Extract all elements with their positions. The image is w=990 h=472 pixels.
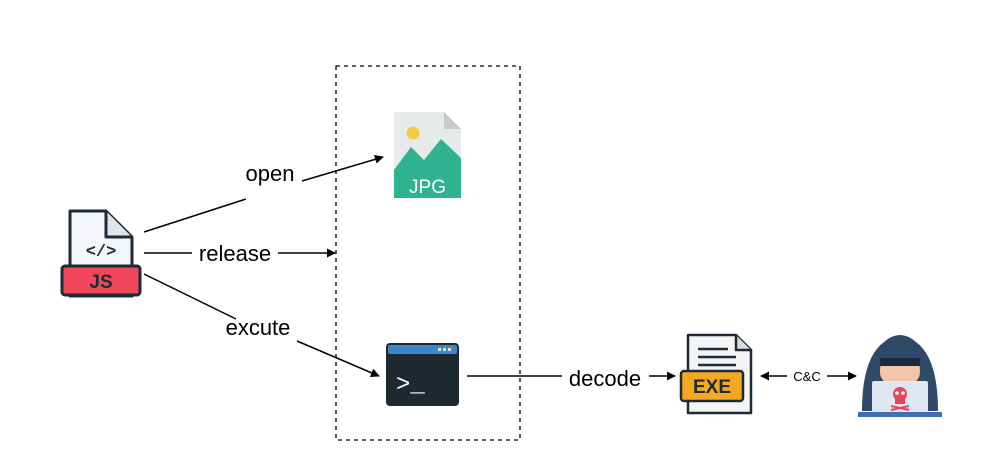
edge-execute-line-a [143, 273, 237, 320]
exe-file-icon: EXE [679, 333, 753, 415]
exe-file-label: EXE [693, 377, 731, 398]
terminal-prompt: >_ [396, 372, 425, 399]
edge-open-label: open [246, 161, 295, 186]
edge-execute-label: excute [226, 315, 291, 340]
terminal-icon: >_ [386, 343, 459, 406]
js-file-icon: </> JS [60, 209, 142, 298]
edge-open-line-a [143, 198, 247, 233]
hacker-icon [858, 335, 942, 417]
dropped-files-container [335, 65, 521, 441]
edge-open-line-b [301, 154, 384, 182]
jpg-file-icon: JPG [394, 112, 461, 198]
js-code-glyph: </> [86, 243, 117, 262]
edge-cnc-label: C&C [793, 369, 820, 384]
edge-execute-line-b [296, 340, 380, 377]
js-file-label: JS [89, 272, 112, 293]
edge-release-label: release [199, 241, 271, 266]
jpg-file-label: JPG [409, 177, 446, 198]
edge-decode-label: decode [569, 366, 641, 391]
